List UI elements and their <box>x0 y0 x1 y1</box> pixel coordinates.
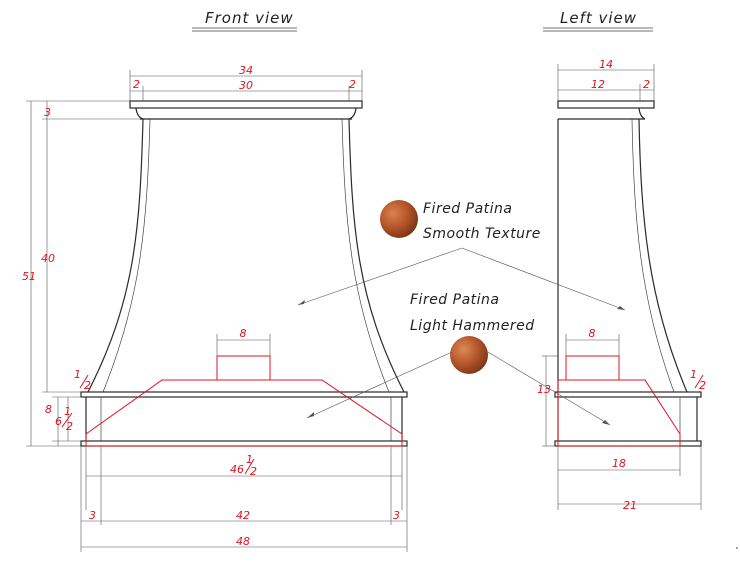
leader-smooth-front <box>297 247 463 306</box>
front-half-left-num: 1 <box>74 368 81 381</box>
front-body-height-label: 40 <box>41 252 55 265</box>
finish1-line2: Smooth Texture <box>423 226 541 242</box>
front-insert-outline <box>85 355 403 447</box>
left-top-total-label: 14 <box>599 58 613 71</box>
front-band-height-label: 8 <box>45 403 52 416</box>
front-bottom-inner-num: 1 <box>246 453 253 466</box>
front-dimensions <box>26 70 408 552</box>
arrowhead <box>617 306 625 310</box>
leader-hammered-left <box>487 351 611 426</box>
front-bottom-total-label: 48 <box>236 535 250 548</box>
front-half-left-den: 2 <box>84 379 91 392</box>
leader-smooth-left <box>461 247 626 311</box>
front-top-inner-label: 30 <box>239 79 253 92</box>
front-top-right-label: 2 <box>349 78 356 91</box>
front-bottom-inner-label: 46 <box>230 463 244 476</box>
front-band-inner-label: 6 <box>55 415 62 428</box>
front-band-half-num: 1 <box>64 405 71 418</box>
left-half-num: 1 <box>690 368 697 381</box>
left-hood-outline <box>554 100 702 447</box>
front-bottom-inner-den: 2 <box>250 465 257 478</box>
left-bottom-total-label: 21 <box>623 499 637 512</box>
front-top-total-label: 34 <box>239 64 253 77</box>
front-bottom-right-label: 3 <box>393 509 400 522</box>
finish1-line1: Fired Patina <box>423 201 513 217</box>
arrowhead <box>602 420 610 425</box>
front-bottom-mid-label: 42 <box>236 509 250 522</box>
front-half-left-slash <box>79 374 89 389</box>
arrowhead <box>307 412 314 418</box>
finish2-line2: Light Hammered <box>410 318 535 334</box>
front-bottom-left-label: 3 <box>89 509 96 522</box>
left-dimensions <box>542 64 702 510</box>
front-band-half-slash <box>61 412 73 428</box>
front-view-title: Front view <box>205 9 294 27</box>
left-top-inner-label: 12 <box>591 78 605 91</box>
finish2-line1: Fired Patina <box>410 292 500 308</box>
left-box-width-label: 8 <box>589 327 596 340</box>
stray-dot <box>736 547 738 549</box>
front-band-half-den: 2 <box>66 420 73 433</box>
left-height-label: 13 <box>537 383 551 396</box>
left-bottom-inner-label: 18 <box>612 457 626 470</box>
front-hood-outline <box>80 100 408 447</box>
front-box-width-label: 8 <box>240 327 247 340</box>
arrowhead <box>298 300 305 305</box>
front-crown-label: 3 <box>44 106 51 119</box>
left-insert-outline <box>557 355 681 447</box>
front-total-height-label: 51 <box>22 270 36 283</box>
front-bottom-inner-slash <box>244 458 255 475</box>
left-half-den: 2 <box>699 379 706 392</box>
left-half-slash <box>694 374 704 389</box>
fired-patina-smooth-swatch <box>380 200 418 238</box>
left-view-title: Left view <box>560 9 637 27</box>
fired-patina-hammered-swatch <box>450 336 488 374</box>
left-top-right-label: 2 <box>643 78 650 91</box>
front-top-left-label: 2 <box>133 78 140 91</box>
leader-hammered-front <box>306 351 453 419</box>
